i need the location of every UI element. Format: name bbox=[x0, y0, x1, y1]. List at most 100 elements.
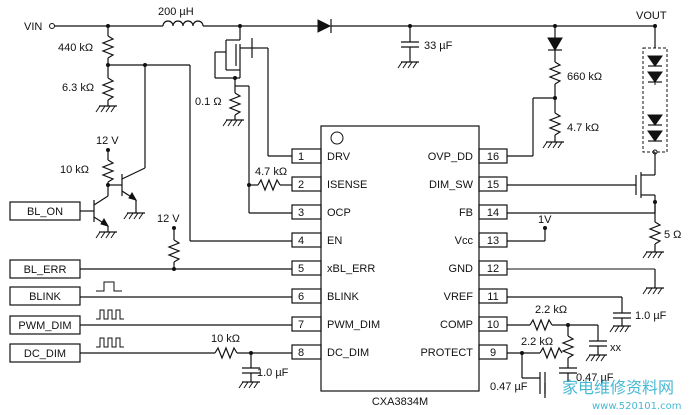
ic-pin-number: 16 bbox=[487, 151, 499, 163]
ground-icon bbox=[95, 231, 117, 239]
r-dcdim-label: 10 kΩ bbox=[211, 333, 240, 345]
led-string bbox=[642, 26, 668, 172]
ic-pin-name: COMP bbox=[440, 319, 473, 331]
ground-icon bbox=[642, 251, 664, 259]
ic-pin-number: 9 bbox=[490, 347, 496, 359]
vin-rail: VIN 200 µH VOUT bbox=[24, 6, 667, 33]
c-out-label: 33 µF bbox=[424, 40, 453, 52]
ic-pin-number: 13 bbox=[487, 235, 499, 247]
ic-pin-name: FB bbox=[459, 207, 473, 219]
ic-pin-right-15: 15 DIM_SW bbox=[429, 176, 508, 192]
ic-pin-right-11: 11 VREF bbox=[444, 288, 508, 304]
v1-label: 1V bbox=[538, 214, 552, 226]
ground-icon bbox=[95, 105, 117, 113]
ic-pin-number: 7 bbox=[298, 319, 304, 331]
ic-cxa3834m: CXA3834M bbox=[320, 125, 480, 408]
watermark-text: 家电维修资料网 bbox=[562, 378, 674, 397]
ic-pin-number: 11 bbox=[487, 291, 498, 303]
ic-pin-number: 15 bbox=[487, 179, 499, 191]
output-capacitor: 33 µF bbox=[397, 26, 453, 69]
ground-icon bbox=[397, 61, 419, 69]
blink-label: BLINK bbox=[29, 291, 61, 303]
r-top-label: 440 kΩ bbox=[58, 42, 93, 54]
ic-pin-number: 1 bbox=[298, 151, 304, 163]
watermark: 家电维修资料网 www.520101.com bbox=[562, 378, 682, 412]
bl-on-circuit: BL_ON 12 V 10 kΩ bbox=[9, 65, 146, 239]
pwm-dim-label: PWM_DIM bbox=[18, 320, 71, 332]
ovp-divider: 660 kΩ 4.7 kΩ bbox=[507, 26, 602, 157]
ic-pin-number: 14 bbox=[487, 207, 499, 219]
ic-pin-name: VREF bbox=[444, 291, 474, 303]
ic-pin-name: DC_DIM bbox=[327, 347, 369, 359]
ic-pin-name: OVP_DD bbox=[428, 151, 473, 163]
v12-b-label: 12 V bbox=[157, 213, 180, 225]
bl-err-label: BL_ERR bbox=[24, 264, 67, 276]
ic-pin-left-5: 5 xBL_ERR bbox=[291, 260, 375, 276]
gnd-line bbox=[507, 268, 664, 295]
c-protect-label: 0.47 µF bbox=[490, 381, 528, 393]
dc-dim-input: DC_DIM 10 kΩ 1.0 µF bbox=[9, 333, 292, 389]
vout-label: VOUT bbox=[636, 10, 667, 22]
protect-network: 2.2 kΩ 0.47 µF bbox=[490, 336, 563, 398]
ground-icon bbox=[609, 325, 631, 333]
r-ovp-top-label: 660 kΩ bbox=[567, 71, 602, 83]
diode-symbol bbox=[317, 19, 332, 33]
r-base-label: 10 kΩ bbox=[60, 164, 89, 176]
dim-mosfet: 5 Ω bbox=[507, 172, 681, 259]
ic-pin-name: xBL_ERR bbox=[327, 263, 375, 275]
ic-pin-name: PWM_DIM bbox=[327, 319, 380, 331]
ic-pin-name: EN bbox=[327, 235, 342, 247]
ic-pin-name: GND bbox=[449, 263, 474, 275]
r-sense-label: 0.1 Ω bbox=[195, 96, 222, 108]
ic-pin-left-6: 6 BLINK bbox=[291, 288, 359, 304]
main-mosfet: 0.1 Ω 4.7 kΩ bbox=[195, 26, 292, 214]
c-vref-label: 1.0 µF bbox=[635, 310, 667, 322]
r-comp-label: 2.2 kΩ bbox=[535, 304, 567, 316]
ic-pin-number: 12 bbox=[487, 263, 499, 275]
ic-pin-name: OCP bbox=[327, 207, 351, 219]
ic-pin-number: 6 bbox=[298, 291, 304, 303]
c-dcdim-label: 1.0 µF bbox=[257, 367, 289, 379]
watermark-url: www.520101.com bbox=[592, 401, 682, 412]
c-comp-label: 0.47 µF bbox=[576, 372, 614, 384]
ic-pin-number: 2 bbox=[298, 179, 304, 191]
ic-pin-right-14: 14 FB bbox=[459, 204, 508, 220]
r-bottom-label: 6.3 kΩ bbox=[62, 82, 94, 94]
ground-icon bbox=[123, 212, 145, 220]
ic-pin-right-12: 12 GND bbox=[449, 260, 508, 276]
ground-icon bbox=[642, 287, 664, 295]
bl-err-circuit: BL_ERR 12 V bbox=[9, 213, 292, 279]
ic-name: CXA3834M bbox=[372, 396, 428, 408]
r-ovp-bottom-label: 4.7 kΩ bbox=[567, 122, 599, 134]
dc-dim-label: DC_DIM bbox=[24, 348, 66, 360]
ground-icon bbox=[238, 381, 260, 389]
ic-pin-left-1: 1 DRV bbox=[291, 148, 351, 164]
bl-on-label: BL_ON bbox=[27, 206, 63, 218]
pwm-dim-input: PWM_DIM bbox=[9, 309, 292, 335]
ic-pin-name: DIM_SW bbox=[429, 179, 474, 191]
ic-pin-name: DRV bbox=[327, 151, 351, 163]
ic-pin-number: 10 bbox=[487, 319, 499, 331]
ic-pin-left-4: 4 EN bbox=[291, 232, 342, 248]
ground-icon bbox=[542, 141, 564, 149]
ic-pin-name: ISENSE bbox=[327, 179, 367, 191]
ic-pin-left-2: 2 ISENSE bbox=[291, 176, 367, 192]
inductor-label: 200 µH bbox=[158, 6, 194, 18]
blink-input: BLINK bbox=[9, 281, 292, 306]
vin-label: VIN bbox=[24, 21, 42, 33]
r-fb-label: 5 Ω bbox=[664, 229, 681, 241]
ic-pin-name: BLINK bbox=[327, 291, 359, 303]
inductor-symbol bbox=[162, 20, 204, 27]
r-protect-label: 2.2 kΩ bbox=[521, 336, 553, 348]
r-isense-label: 4.7 kΩ bbox=[255, 166, 287, 178]
c-comp-xx-label: xx bbox=[610, 342, 622, 354]
ic-pin-number: 5 bbox=[298, 263, 304, 275]
ic-pin-number: 4 bbox=[298, 235, 304, 247]
